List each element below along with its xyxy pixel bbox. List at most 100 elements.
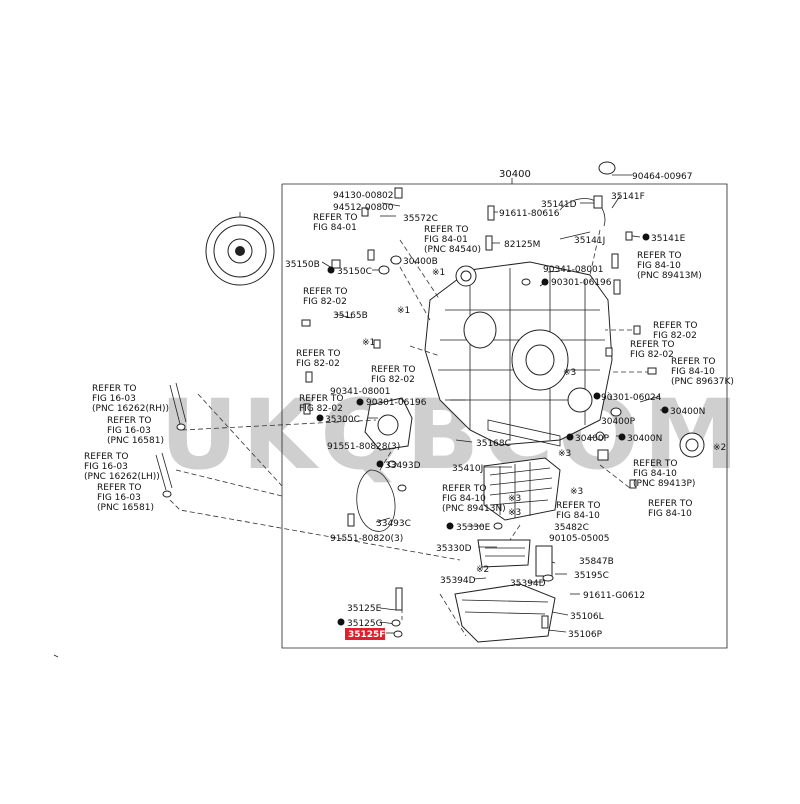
mark-label-4: ※3 — [570, 487, 583, 497]
cover-gasket-part — [356, 469, 396, 532]
label-35330D: 35330D — [436, 544, 472, 554]
ref-84-01-a-line1: REFER TO — [313, 213, 358, 223]
label-35141F: 35141F — [611, 192, 645, 202]
label-90341-08001-left: 90341-08001 — [330, 387, 391, 397]
ref-82-02-c-line1: REFER TO — [371, 365, 416, 375]
ref-84-10-a-line2: FIG 84-10 — [637, 261, 681, 271]
label-35141E: 35141E — [651, 234, 686, 244]
label-35168C: 35168C — [476, 439, 511, 449]
ref-16-03-d-line3: (PNC 16581) — [97, 503, 154, 513]
label-90301-06024: 90301-06024 — [601, 393, 662, 403]
ref-16-03-d-line2: FIG 16-03 — [97, 493, 141, 503]
solenoid-cover-part — [364, 397, 413, 451]
ref-84-10-c-line2: FIG 84-10 — [633, 469, 677, 479]
label-90301-06196-left: 90301-06196 — [366, 398, 427, 408]
label-35150B: 35150B — [285, 260, 320, 270]
label-90105-05005: 90105-05005 — [549, 534, 610, 544]
callout-dots — [316, 233, 669, 626]
ref-82-02-r-line1: REFER TO — [653, 321, 698, 331]
oil-pan-part — [454, 583, 556, 643]
ref-84-10-b-line1: REFER TO — [671, 357, 716, 367]
label-35394D-left: 35394D — [440, 576, 476, 586]
ref-16-03-d-line1: REFER TO — [97, 483, 142, 493]
label-35106P: 35106P — [568, 630, 603, 640]
leader-lines — [169, 229, 650, 637]
ref-16-03-a-line3: (PNC 16262(RH)) — [92, 404, 169, 414]
label-35150C: 35150C — [337, 267, 372, 277]
ref-84-01-b-line3: (PNC 84540) — [424, 245, 481, 255]
ref-84-10-e-line2: FIG 84-10 — [556, 511, 600, 521]
label-91611-80616: 91611-80616 — [499, 209, 560, 219]
cooler-pipe-lower — [155, 452, 173, 498]
label-30400P-upper: 30400P — [601, 417, 636, 427]
ref-84-10-c-line1: REFER TO — [633, 459, 678, 469]
ref-16-03-b-line2: FIG 16-03 — [107, 426, 151, 436]
label-94512-00800: 94512-00800 — [333, 203, 394, 213]
ref-84-10-d-line3: (PNC 89413N) — [442, 504, 506, 514]
cooler-pipe-upper — [169, 382, 187, 431]
label-35410J: 35410J — [452, 464, 483, 474]
label-35195C: 35195C — [574, 571, 609, 581]
ref-16-03-b-line3: (PNC 16581) — [107, 436, 164, 446]
ref-84-10-f-line2: FIG 84-10 — [648, 509, 692, 519]
ref-84-01-b-line1: REFER TO — [424, 225, 469, 235]
ref-84-10-e-line1: REFER TO — [556, 501, 601, 511]
label-30400N-lower: 30400N — [627, 434, 662, 444]
oil-strainer-part — [477, 539, 531, 568]
valve-body-part — [483, 457, 561, 521]
ref-82-02-b-line1: REFER TO — [296, 349, 341, 359]
ref-84-10-f-line1: REFER TO — [648, 499, 693, 509]
ref-84-10-b-line2: FIG 84-10 — [671, 367, 715, 377]
label-35165B: 35165B — [333, 311, 368, 321]
mark-label-1: ※1 — [432, 268, 445, 278]
label-33493C: 33493C — [376, 519, 411, 529]
assembly-frame — [281, 183, 728, 649]
label-35125G: 35125G — [347, 619, 383, 629]
ref-82-02-c-line2: FIG 82-02 — [371, 375, 415, 385]
mark-label-10: ※3 — [508, 508, 521, 518]
oil-seal-left-part — [455, 265, 477, 287]
ref-82-02-r-line2: FIG 82-02 — [653, 331, 697, 341]
main-assembly-label: 30400 — [499, 169, 531, 180]
ref-84-10-c-line3: (PNC 89413P) — [633, 479, 695, 489]
label-35125F-highlighted[interactable]: 35125F — [348, 630, 385, 640]
ref-82-02-a-line1: REFER TO — [303, 287, 348, 297]
mark-label-5: ※3 — [563, 368, 576, 378]
ref-16-03-a-line2: FIG 16-03 — [92, 394, 136, 404]
label-30400P-lower: 30400P — [575, 434, 610, 444]
label-91551-80820: 91551-80820(3) — [330, 534, 403, 544]
ref-82-02-a-line2: FIG 82-02 — [303, 297, 347, 307]
label-35394D-right: 35394D — [510, 579, 546, 589]
ref-16-03-c-line2: FIG 16-03 — [84, 462, 128, 472]
mark-label-7: ※1 — [397, 306, 410, 316]
highlight-box — [345, 628, 385, 640]
label-91611-G0612: 91611-G0612 — [583, 591, 645, 601]
ref-16-03-c-line1: REFER TO — [84, 452, 129, 462]
label-35141J: 35141J — [574, 236, 605, 246]
label-82125M: 82125M — [504, 240, 540, 250]
label-91551-80828: 91551-80828(3) — [327, 442, 400, 452]
breather-plug-part — [598, 161, 616, 175]
ref-16-03-a-line1: REFER TO — [92, 384, 137, 394]
edge-mark — [53, 654, 59, 658]
mark-label-2: ※2 — [713, 443, 726, 453]
mark-label-3: ※3 — [558, 449, 571, 459]
ref-84-10-a-line1: REFER TO — [637, 251, 682, 261]
ref-84-10-b-line3: (PNC 89637K) — [671, 377, 734, 387]
ref-84-01-a-line2: FIG 84-01 — [313, 223, 357, 233]
label-90341-08001-top: 90341-08001 — [543, 265, 604, 275]
ref-82-02-r2-line1: REFER TO — [630, 340, 675, 350]
transmission-case-part — [424, 261, 613, 447]
label-35106L: 35106L — [570, 612, 604, 622]
label-90301-06196-top: 90301-06196 — [551, 278, 612, 288]
ref-84-10-d-line2: FIG 84-10 — [442, 494, 486, 504]
hardware-bolts — [301, 187, 657, 638]
label-35482C: 35482C — [554, 523, 589, 533]
torque-converter-part — [205, 212, 275, 286]
ref-84-01-b-line2: FIG 84-01 — [424, 235, 468, 245]
label-35572C: 35572C — [403, 214, 438, 224]
ref-16-03-c-line3: (PNC 16262(LH)) — [84, 472, 160, 482]
ref-84-10-d-line1: REFER TO — [442, 484, 487, 494]
